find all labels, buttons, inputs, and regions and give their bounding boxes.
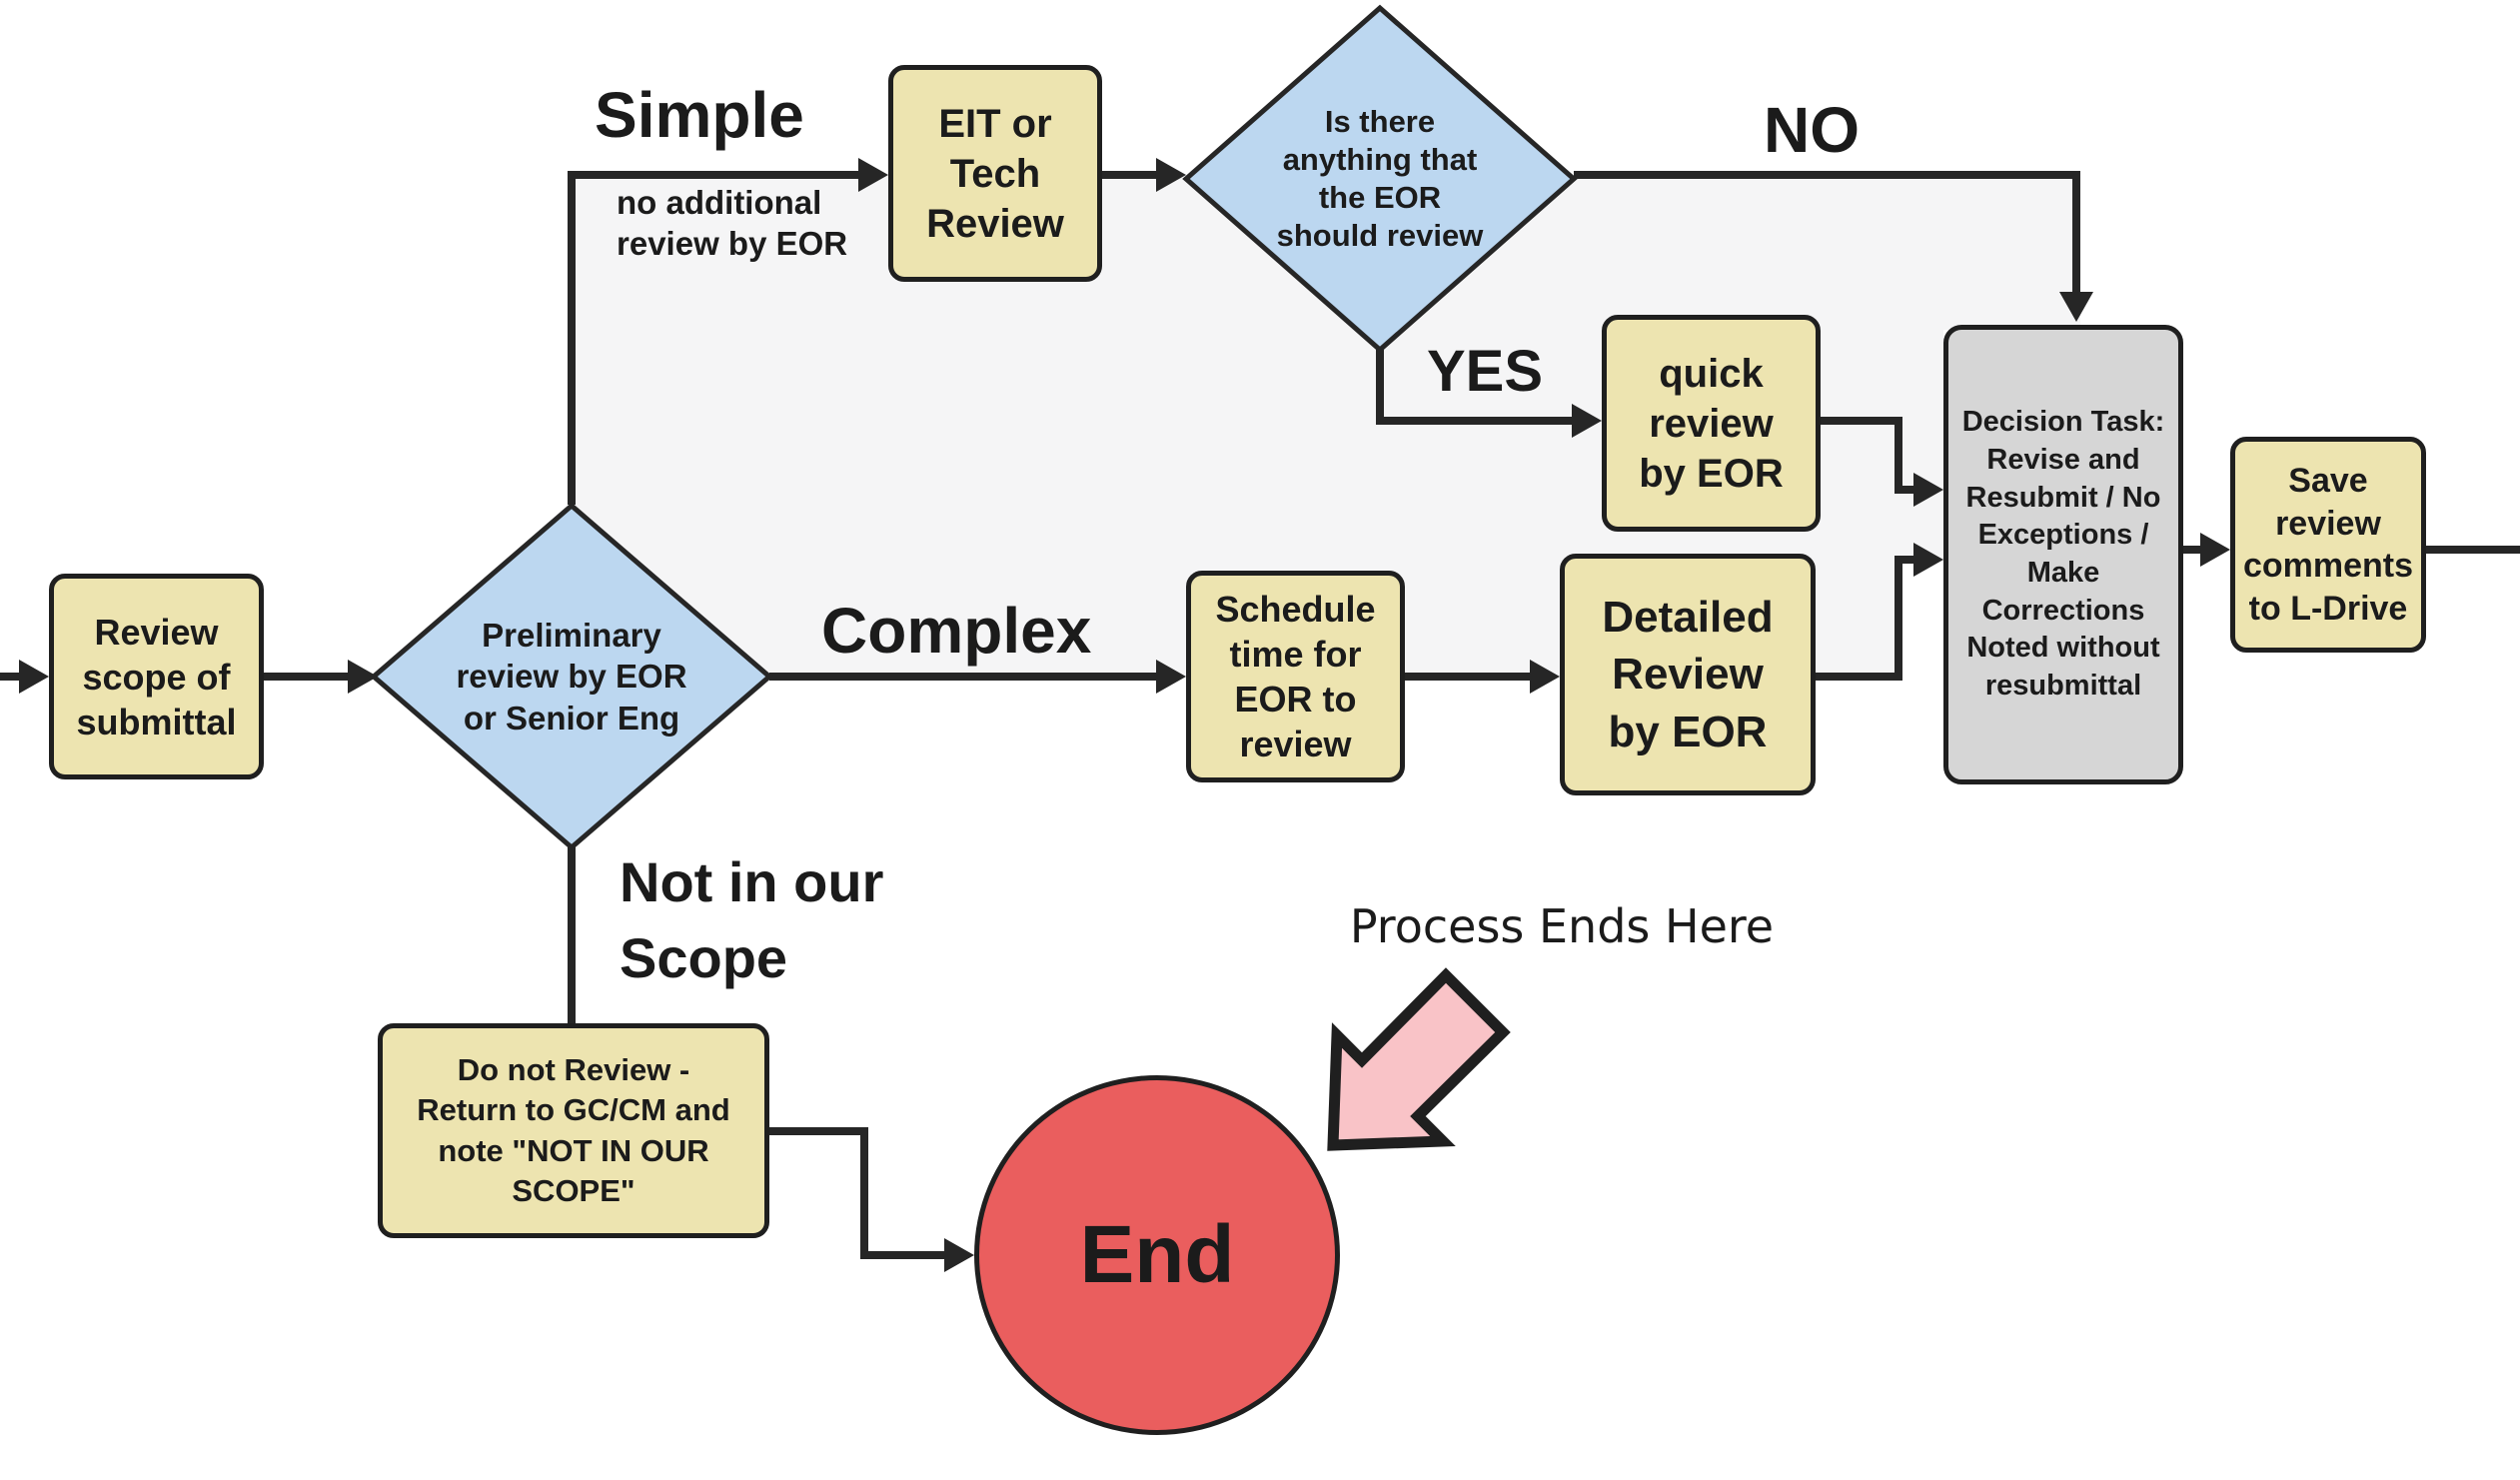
edge-label-no: NO [1764, 94, 1860, 166]
edge-donotreview-to-end [769, 1127, 948, 1259]
node-eit-tech-review: EIT or Tech Review [888, 65, 1102, 282]
arrowhead-detailed [1530, 660, 1560, 694]
arrowhead-schedule [1156, 660, 1186, 694]
edge-label-yes: YES [1427, 339, 1544, 404]
node-review-scope: Review scope of submittal [49, 574, 264, 779]
edge-label-complex: Complex [821, 595, 1092, 667]
arrowhead-entry [19, 660, 49, 694]
edge-label-simple: Simple [595, 79, 804, 151]
node-save-comments: Save review comments to L-Drive [2230, 437, 2426, 653]
node-do-not-review: Do not Review - Return to GC/CM and note… [378, 1023, 769, 1238]
arrowhead-end [944, 1238, 974, 1272]
edge-detailed-to-decision [1816, 556, 1917, 681]
arrowhead-decision-lower [1913, 543, 1943, 577]
eor-question-label: Is there anything that the EOR should re… [1276, 104, 1484, 253]
loop-region-shading [572, 175, 2080, 677]
arrowhead-decision-top [2059, 292, 2093, 322]
node-end: End [974, 1075, 1340, 1435]
edge-simple-to-eit [568, 171, 860, 505]
arrowhead-question [1156, 158, 1186, 192]
edge-no-to-decision [1574, 171, 2080, 296]
node-decision-task: Decision Task: Revise and Resubmit / No … [1943, 325, 2183, 784]
edge-label-not-in-scope: Not in our Scope [620, 850, 884, 989]
process-ends-here-label: Process Ends Here [1349, 899, 1775, 953]
edge-label-simple-note: no additional review by EOR [617, 184, 848, 263]
edge-quick-to-decision [1821, 417, 1917, 494]
arrowhead-decision-upper [1913, 473, 1943, 507]
preliminary-review-label: Preliminary review by EOR or Senior Eng [456, 617, 687, 737]
node-schedule-time: Schedule time for EOR to review [1186, 571, 1405, 782]
node-quick-review: quick review by EOR [1602, 315, 1821, 532]
arrowhead-quick [1572, 404, 1602, 438]
preliminary-review-diamond [370, 502, 773, 851]
arrowhead-eit [858, 158, 888, 192]
eor-question-diamond [1182, 4, 1578, 354]
arrowhead-preliminary [348, 660, 378, 694]
node-detailed-review: Detailed Review by EOR [1560, 554, 1816, 795]
process-ends-block-arrow [1327, 967, 1511, 1151]
arrowhead-save [2200, 533, 2230, 567]
edge-yes-to-quick [1376, 350, 1576, 425]
